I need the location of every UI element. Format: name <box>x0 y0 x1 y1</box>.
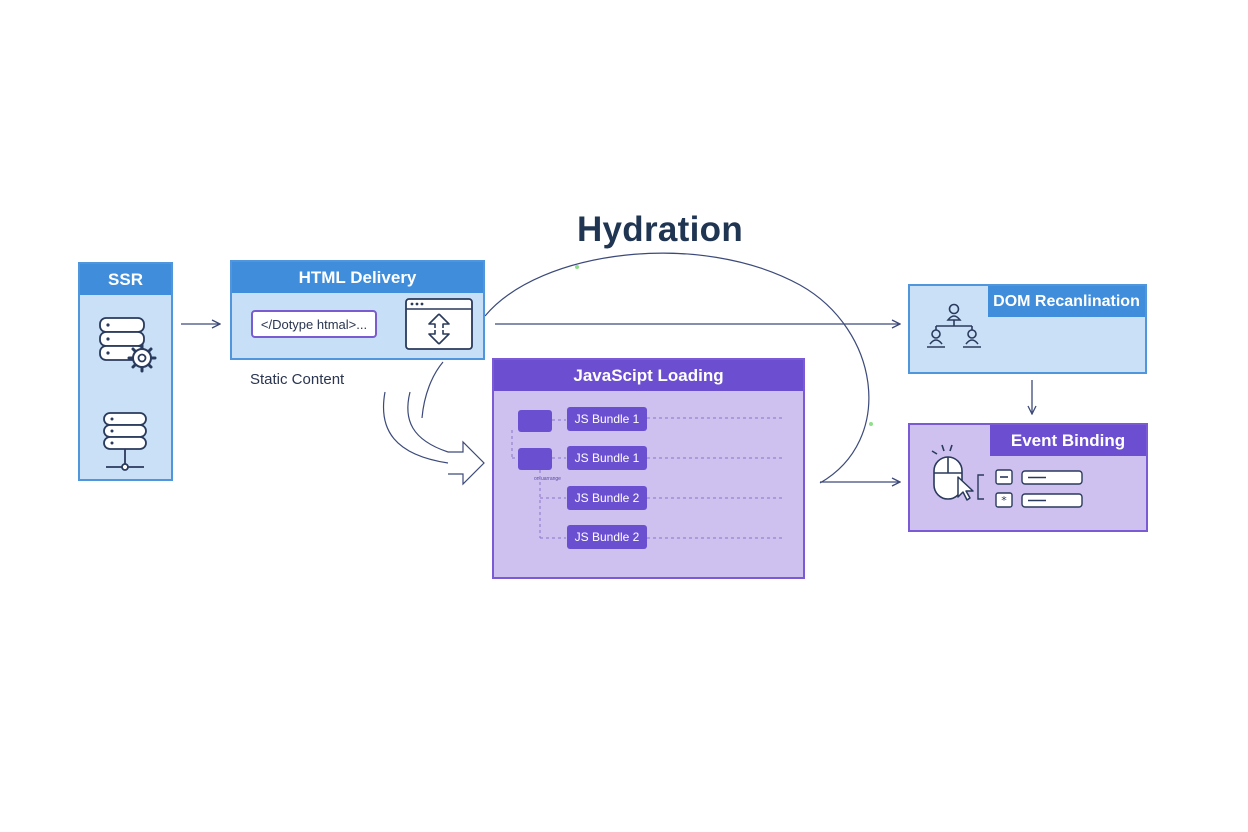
database-network-icon <box>103 412 147 471</box>
mouse-click-icon: * <box>931 444 1083 508</box>
component-tree-icon <box>927 303 981 348</box>
svg-text:*: * <box>1001 494 1007 507</box>
ssr-label: SSR <box>80 264 171 295</box>
html-delivery-label: HTML Delivery <box>232 262 483 293</box>
curve-static-to-js-a <box>382 391 449 464</box>
js-loading-label: JavaScipt Loading <box>494 360 803 391</box>
module-block <box>518 410 552 432</box>
accent-dot <box>869 422 873 426</box>
static-content-label: Static Content <box>250 371 345 388</box>
event-binding-label: Event Binding <box>990 425 1146 456</box>
browser-sync-icon <box>405 298 473 350</box>
diagram-title: Hydration <box>576 210 744 249</box>
event-binding-box: Event Binding * <box>908 423 1148 532</box>
curve-static-to-js-b <box>407 391 449 453</box>
dom-reconciliation-box: DOM Recanlination <box>908 284 1147 374</box>
curve-html-down <box>421 361 444 419</box>
ssr-box: SSR <box>78 262 173 481</box>
doctype-snippet: </Dotype htmal>... <box>251 310 377 338</box>
dom-label: DOM Recanlination <box>988 286 1145 317</box>
accent-dot <box>575 265 579 269</box>
bundle-connector-lines <box>511 417 784 539</box>
server-gear-icon <box>99 317 157 373</box>
js-bundle-chip: JS Bundle 1 <box>567 407 647 431</box>
hydration-arc <box>484 252 870 484</box>
js-bundle-chip: JS Bundle 2 <box>567 525 647 549</box>
hollow-arrow-head <box>448 440 485 486</box>
js-bundle-chip: JS Bundle 1 <box>567 446 647 470</box>
js-loading-box: JavaScipt Loading JS Bundle 1 JS Bundle … <box>492 358 805 579</box>
tiny-note: on.uarrange <box>534 476 561 482</box>
module-block <box>518 448 552 470</box>
js-bundle-chip: JS Bundle 2 <box>567 486 647 510</box>
html-delivery-box: HTML Delivery </Dotype htmal>... <box>230 260 485 360</box>
